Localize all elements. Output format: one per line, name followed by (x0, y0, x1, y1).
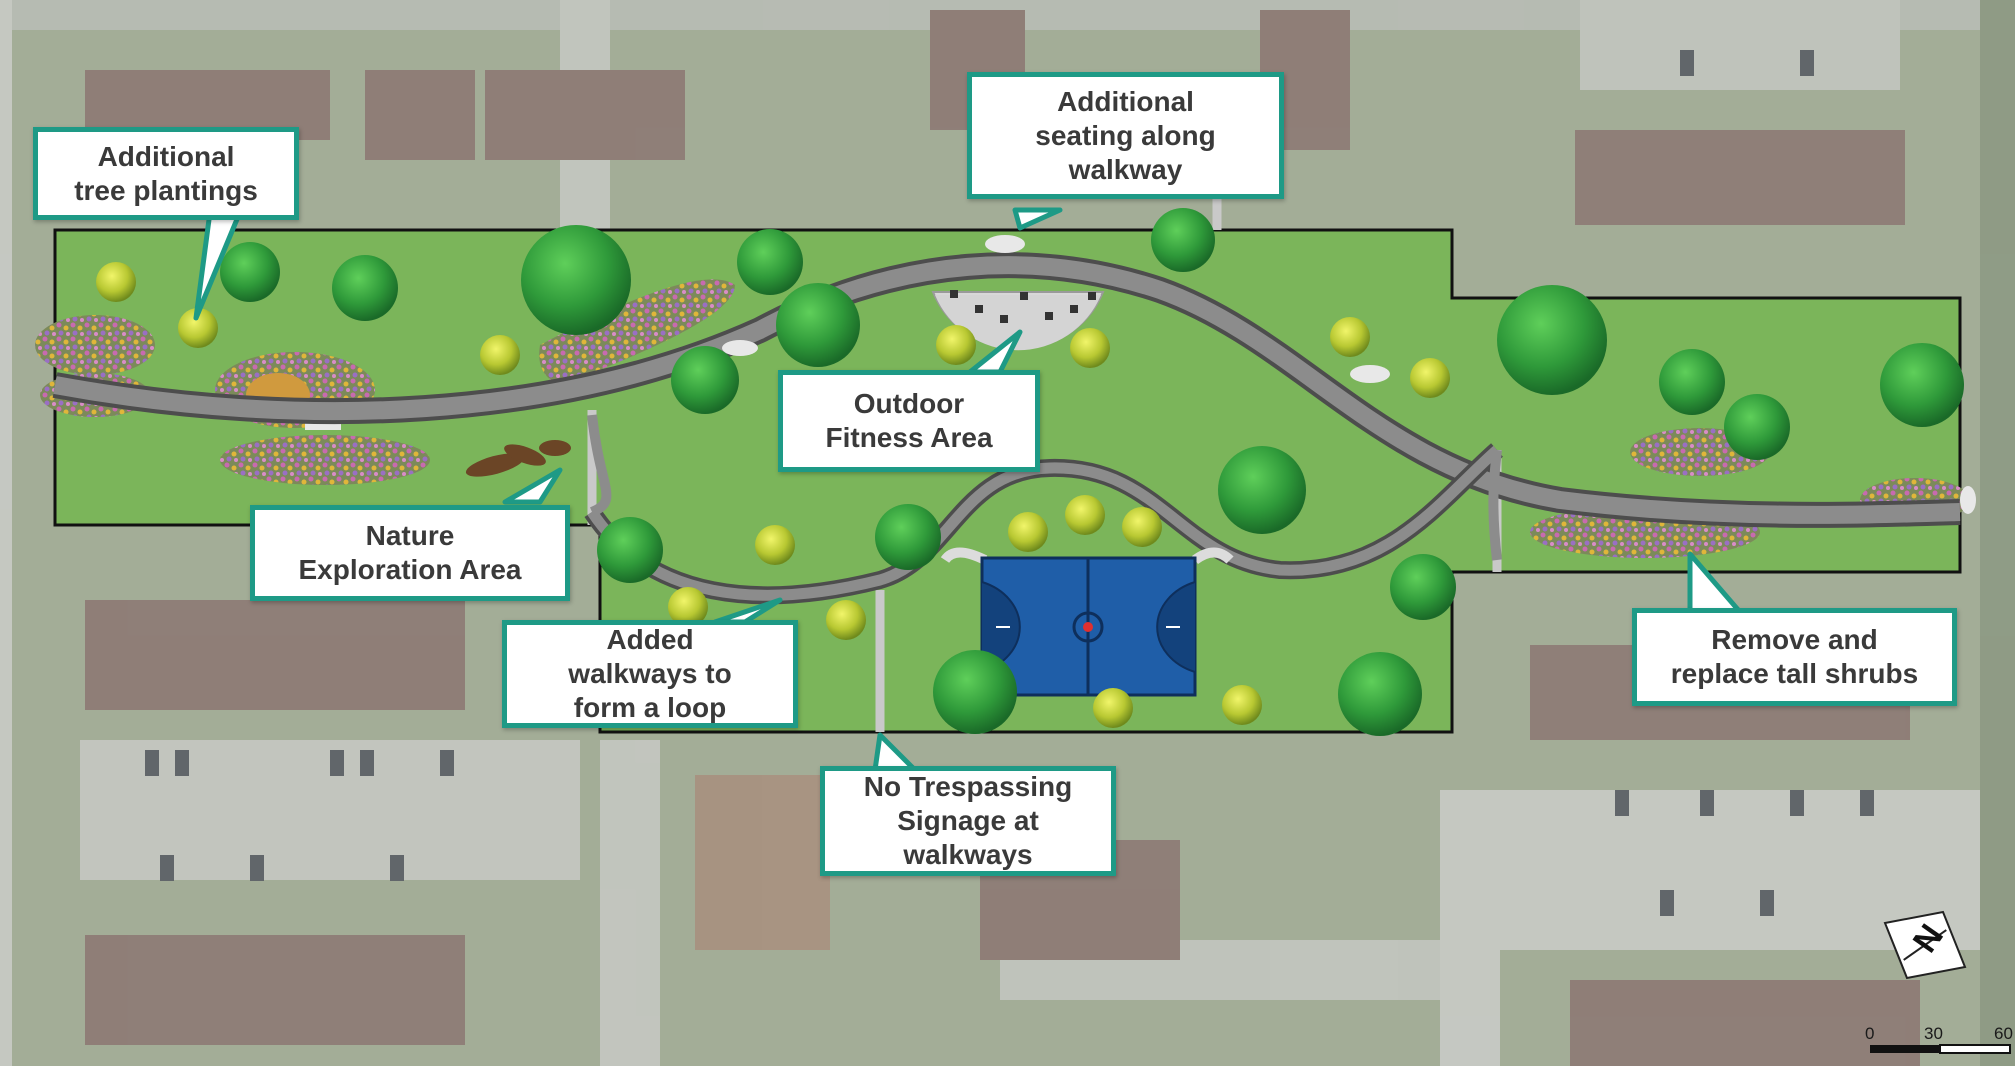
scale-bar-labels: 0 30 60 (1862, 1024, 2013, 1044)
callout-fitness-area: Outdoor Fitness Area (778, 370, 1040, 472)
nature-logs (465, 440, 571, 477)
small-trees (96, 262, 1450, 728)
seating-pads (722, 235, 1976, 514)
callout-fitness-area-text: Outdoor Fitness Area (825, 388, 993, 453)
scale-label-0: 0 (1865, 1024, 1875, 1043)
fitness-equipment (950, 290, 1096, 323)
scale-bar (1870, 1044, 2011, 1054)
callout-nature-area-text: Nature Exploration Area (298, 520, 522, 585)
north-arrow-icon: N (1883, 910, 1967, 980)
callout-tree-plantings-text: Additional tree plantings (74, 140, 258, 206)
callout-signage-text: No Trespassing Signage at walkways (863, 771, 1073, 870)
callout-walkways-loop-text: Added walkways to form a loop (568, 624, 732, 723)
callout-nature-area: Nature Exploration Area (250, 505, 570, 601)
callout-seating-text: Additional seating along walkway (1035, 85, 1216, 185)
callout-shrubs-text: Remove and replace tall shrubs (1670, 624, 1919, 689)
scale-label-60: 60 (1994, 1024, 2013, 1043)
callout-walkways-loop: Added walkways to form a loop (502, 620, 798, 728)
callout-tree-plantings: Additional tree plantings (33, 127, 299, 220)
scale-label-30: 30 (1924, 1024, 1943, 1043)
callout-shrubs: Remove and replace tall shrubs (1632, 608, 1957, 706)
callout-seating: Additional seating along walkway (967, 72, 1284, 199)
large-trees (220, 208, 1964, 736)
callout-signage: No Trespassing Signage at walkways (820, 766, 1116, 876)
basketball-court (980, 556, 1197, 697)
